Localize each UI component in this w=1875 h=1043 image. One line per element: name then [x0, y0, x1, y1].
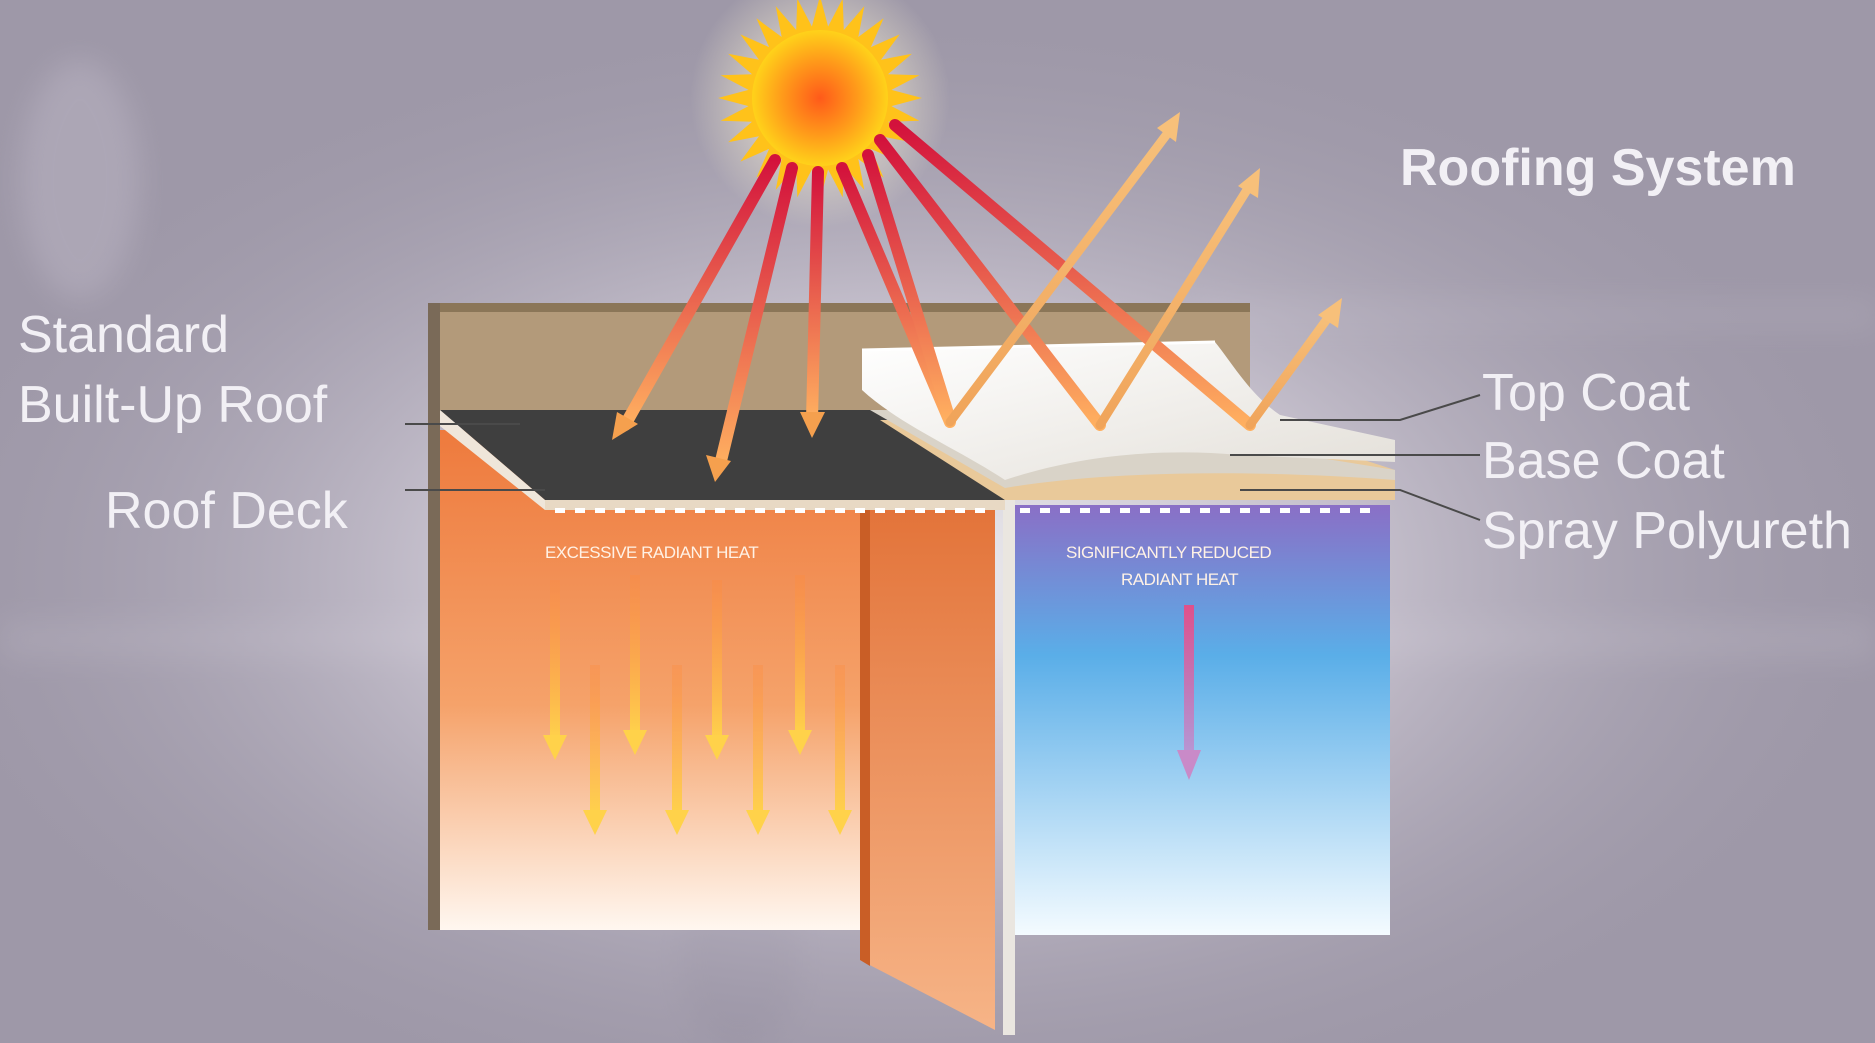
reflected-ray-arrow	[1095, 168, 1260, 430]
top-coat-layer	[862, 342, 1395, 480]
label-standard-line2: Built-Up Roof	[18, 376, 328, 434]
label-standard-line1: Standard	[18, 306, 229, 364]
roof-cross-section	[428, 303, 1395, 1035]
cool-panel-caption-line1: SIGNIFICANTLY REDUCED	[1066, 543, 1271, 562]
cool-panel-caption-line2: RADIANT HEAT	[1121, 570, 1238, 589]
divider-flap-edge	[860, 430, 870, 966]
cool-panel	[1010, 505, 1390, 935]
leader-spray-foam	[1240, 489, 1481, 521]
roof-deck-under	[545, 500, 1005, 510]
roof-left-edge	[428, 303, 440, 930]
label-top-coat: Top Coat	[1482, 364, 1691, 422]
reflected-ray-arrow	[1245, 298, 1342, 430]
heat-arrow	[788, 575, 812, 755]
hot-heat-arrows	[543, 575, 852, 835]
heat-arrow	[828, 665, 852, 835]
reflected-rays	[945, 112, 1342, 430]
heat-arrow	[705, 580, 729, 760]
label-roof-deck: Roof Deck	[105, 482, 349, 540]
leader-top-coat	[1280, 394, 1481, 421]
roof-deck-strip	[440, 410, 545, 510]
diagram-title: Roofing System	[1400, 139, 1796, 197]
cool-heat-arrow	[1177, 605, 1201, 780]
heat-arrow	[583, 665, 607, 835]
ray-arrow	[889, 119, 1256, 431]
heat-arrow	[746, 665, 770, 835]
ray-arrow	[706, 162, 798, 482]
reflected-ray-arrow	[945, 112, 1180, 427]
ray-arrow	[800, 166, 825, 438]
hot-panel-caption: EXCESSIVE RADIANT HEAT	[545, 543, 758, 562]
heat-arrow	[623, 575, 647, 755]
divider-flap	[860, 430, 995, 1030]
incoming-rays	[612, 119, 1256, 482]
cool-panel-left-edge	[1003, 500, 1015, 1035]
roof-deck-dashes	[555, 508, 1370, 513]
heat-arrow	[665, 665, 689, 835]
roof-back-wall-top	[430, 303, 1250, 312]
heat-arrow	[543, 580, 567, 760]
ray-arrow	[612, 154, 781, 440]
ray-arrow	[874, 134, 1106, 431]
label-base-coat: Base Coat	[1482, 432, 1725, 490]
ray-arrow	[836, 149, 956, 428]
leader-lines	[405, 394, 1481, 521]
label-spray-foam: Spray Polyureth	[1482, 502, 1852, 560]
